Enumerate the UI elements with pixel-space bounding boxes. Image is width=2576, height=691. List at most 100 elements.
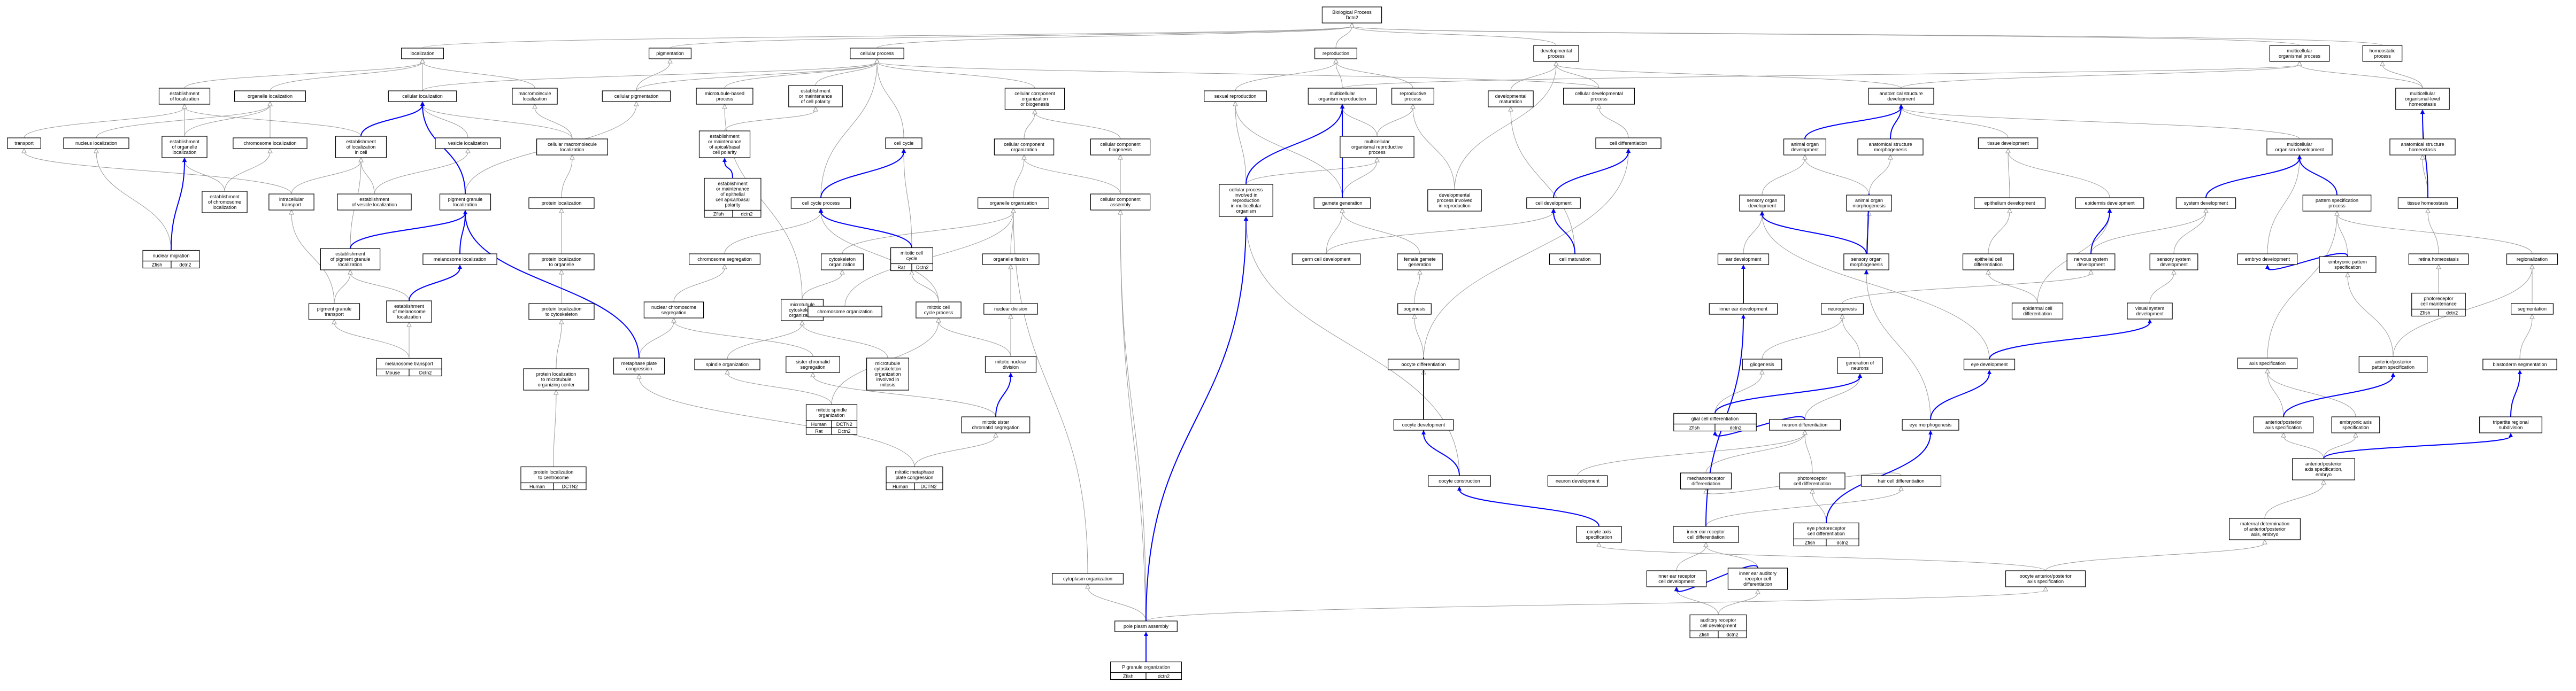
- go-term-node-epidermis-dev[interactable]: epidermis development: [2075, 197, 2144, 209]
- go-term-node-epithelium-dev[interactable]: epithelium development: [1974, 197, 2046, 209]
- go-term-node-spindle-org[interactable]: spindle organization: [694, 359, 760, 370]
- go-term-node-hair-cell-diff[interactable]: hair cell differentiation: [1860, 475, 1942, 487]
- go-term-node-oocyte-dev[interactable]: oocyte development: [1393, 419, 1454, 431]
- go-term-node-sexual-repro[interactable]: sexual reproduction: [1204, 90, 1267, 102]
- go-term-node-cell-loc[interactable]: cellular localization: [388, 90, 457, 102]
- go-term-node-cellular-process[interactable]: cellular process: [850, 48, 904, 59]
- go-term-node-chrom-org[interactable]: chromosome organization: [808, 306, 882, 317]
- go-term-node-nuclear-division[interactable]: nuclear division: [983, 303, 1038, 315]
- go-term-node-cell-development[interactable]: cell development: [1526, 197, 1581, 209]
- go-term-node-ear-dev[interactable]: ear development: [1717, 253, 1770, 265]
- go-term-node-segmentation[interactable]: segmentation: [2511, 303, 2554, 315]
- go-term-node-gamete-gen[interactable]: gamete generation: [1313, 197, 1371, 209]
- go-term-node-localization[interactable]: localization: [401, 48, 444, 59]
- go-term-node-chrom-loc[interactable]: chromosome localization: [233, 137, 307, 149]
- go-term-node-neuron-dev[interactable]: neuron development: [1547, 475, 1608, 487]
- go-term-node-system-dev[interactable]: system development: [2175, 197, 2236, 209]
- go-term-node-oocyte-diff[interactable]: oocyte differentiation: [1388, 359, 1460, 370]
- go-term-node-eye-morph[interactable]: eye morphogenesis: [1902, 419, 1959, 431]
- go-term-node-cytoplasm-org[interactable]: cytoplasm organization: [1051, 573, 1124, 585]
- go-term-node-gliogenesis[interactable]: gliogenesis: [1742, 359, 1782, 370]
- go-term-node-protein-loc[interactable]: protein localization: [528, 197, 595, 209]
- go-term-node-tissue-homeo[interactable]: tissue homeostasis: [2397, 197, 2458, 209]
- go-term-node-pole-plasm-assembly[interactable]: pole plasm assembly: [1114, 620, 1178, 632]
- go-term-node-reproduction[interactable]: reproduction: [1314, 48, 1358, 59]
- go-term-node-oogenesis[interactable]: oogenesis: [1397, 303, 1432, 315]
- go-term-node-organelle-fission[interactable]: organelle fission: [982, 253, 1040, 265]
- go-term-node-transport[interactable]: transport: [7, 137, 41, 149]
- go-term-node-cell-maturation[interactable]: cell maturation: [1549, 253, 1601, 265]
- go-term-node-org-loc[interactable]: organelle localization: [234, 90, 306, 102]
- go-term-node-pigmentation[interactable]: pigmentation: [648, 48, 691, 59]
- go-term-node-oocyte-construction[interactable]: oocyte construction: [1428, 475, 1491, 487]
- go-term-node-chrom-segregation[interactable]: chromosome segregation: [688, 253, 760, 265]
- go-term-node-neuron-diff[interactable]: neuron differentiation: [1769, 419, 1841, 431]
- go-term-node-germ-cell-dev[interactable]: germ cell development: [1291, 253, 1361, 265]
- go-term-node-nucleus-loc[interactable]: nucleus localization: [63, 137, 129, 149]
